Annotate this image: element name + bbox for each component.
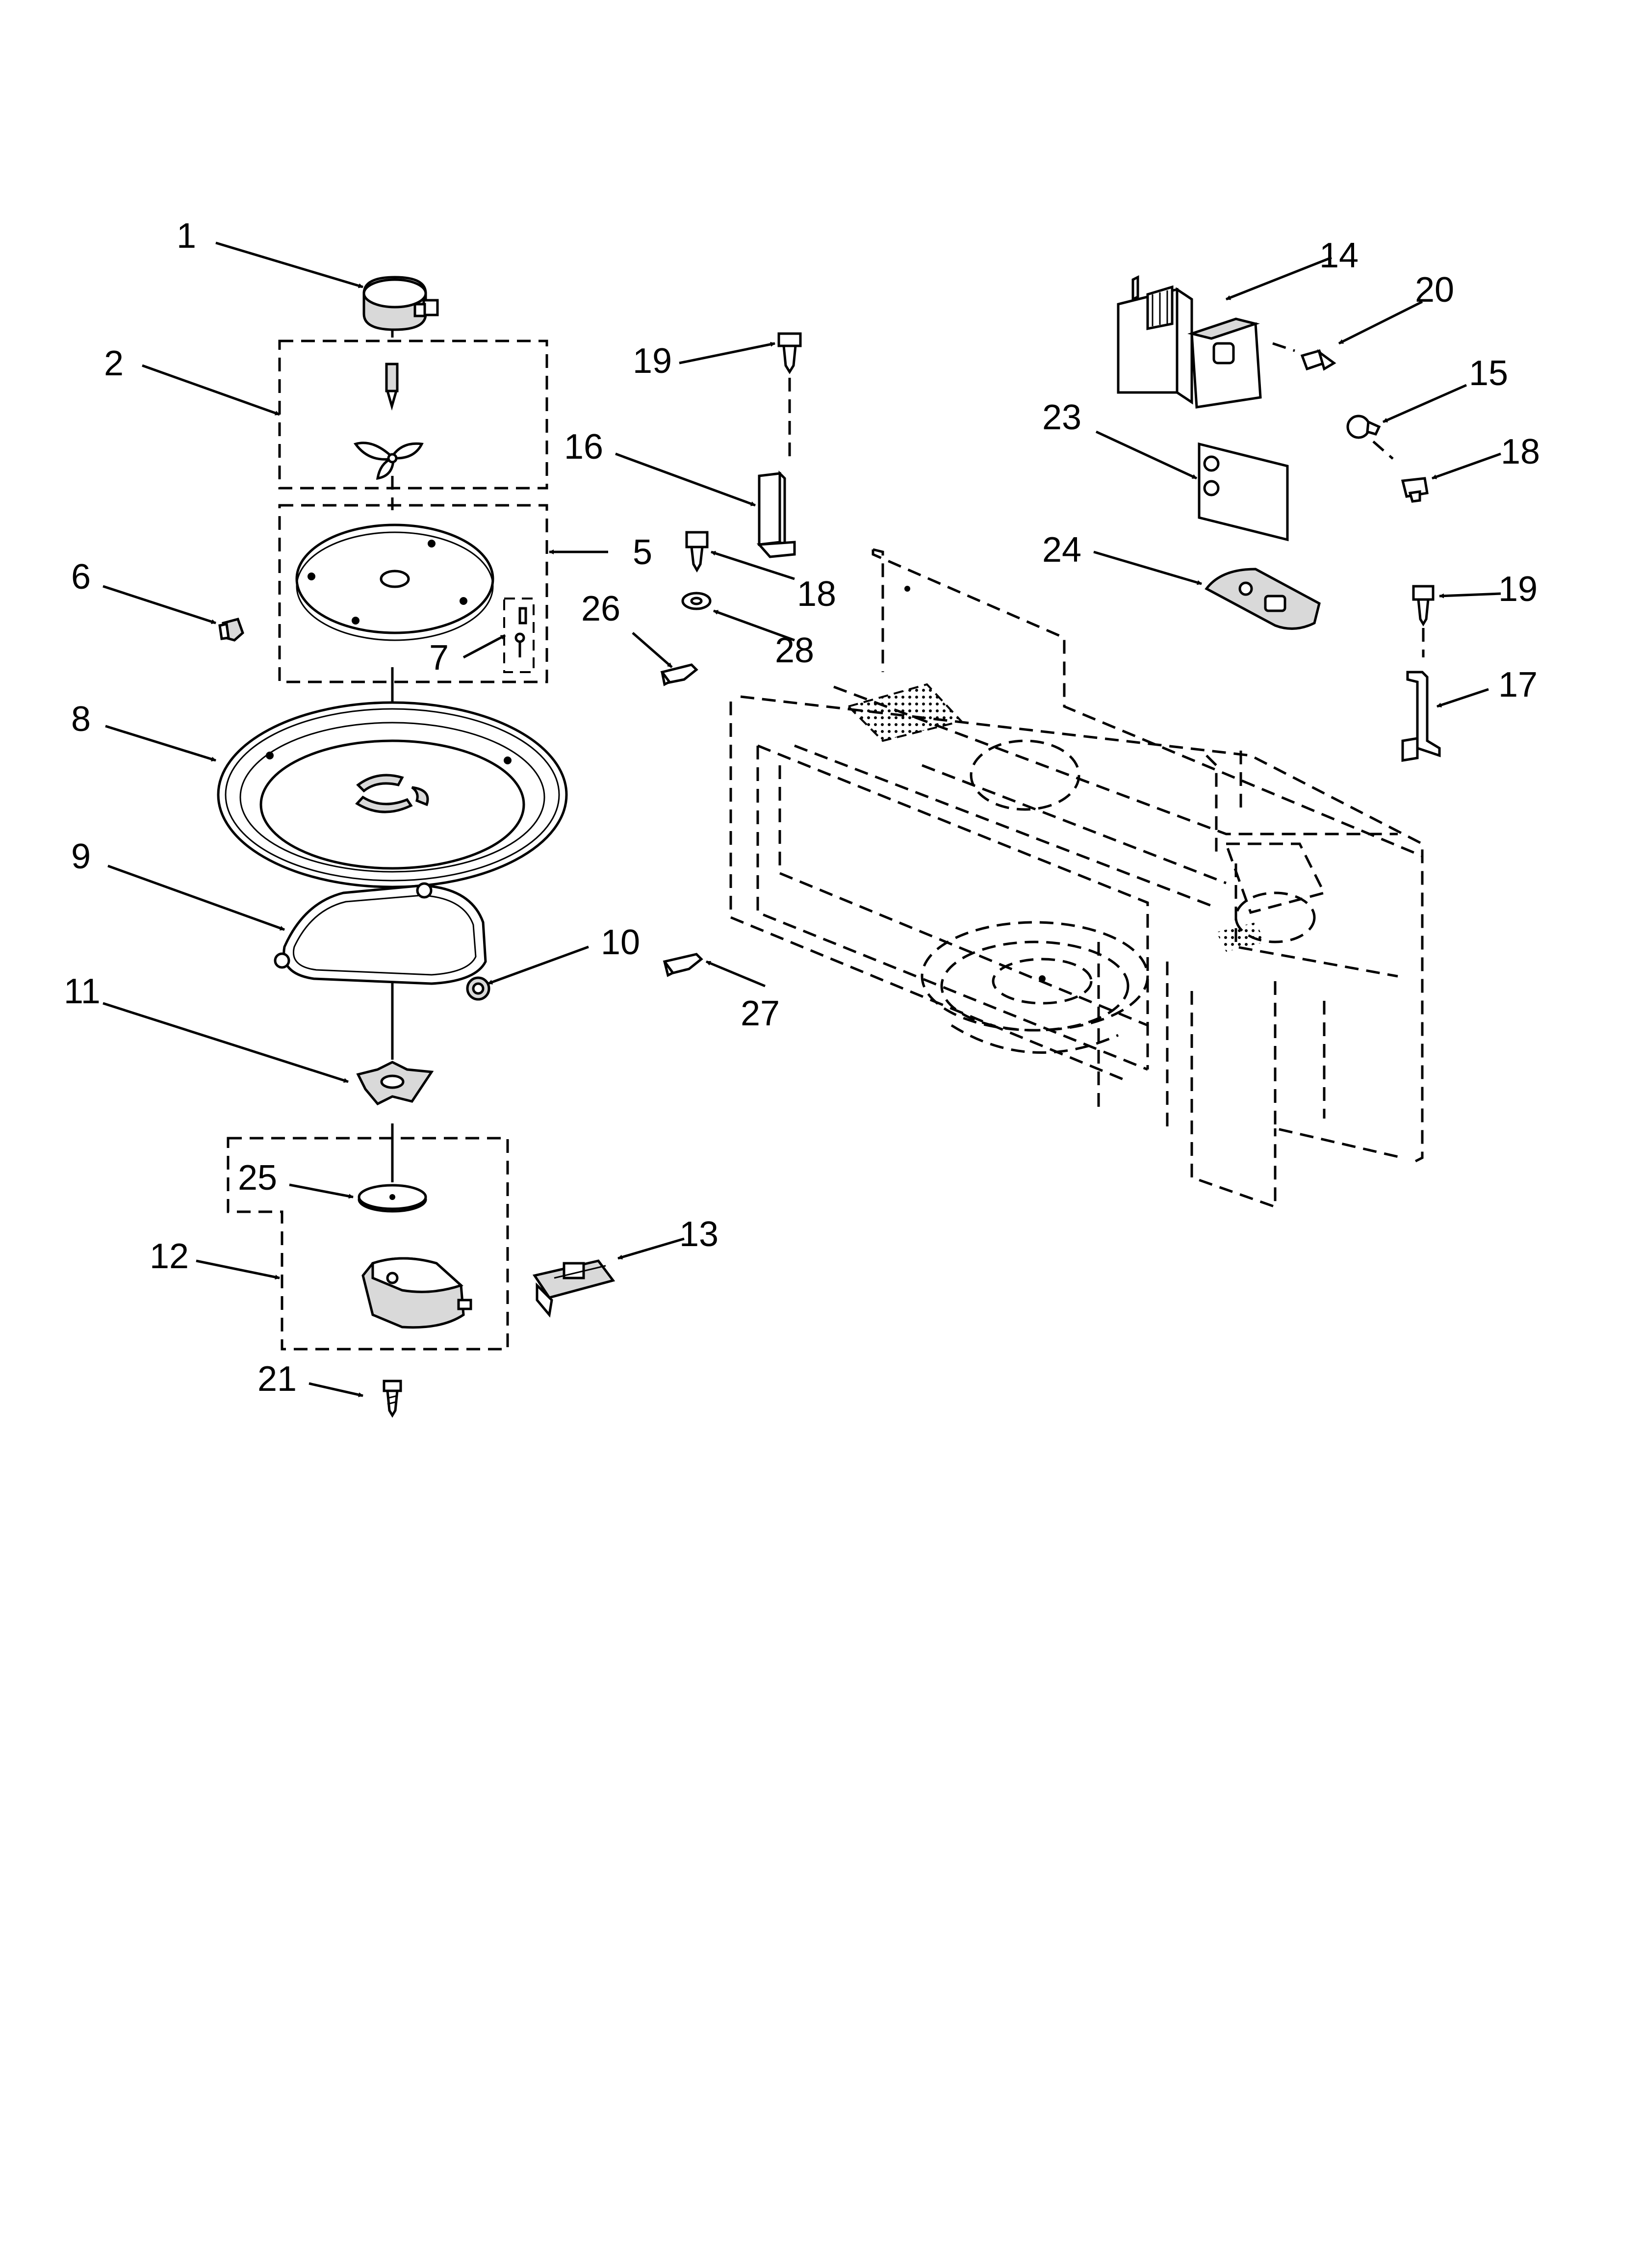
part-15-fuse <box>1346 415 1394 460</box>
part-25-disc <box>358 1184 427 1213</box>
part-28-washer <box>681 592 712 610</box>
part-12-turntable-motor-box <box>227 1137 509 1351</box>
callout-28: 28 <box>775 631 814 670</box>
callout-14: 14 <box>1319 236 1359 275</box>
callout-26: 26 <box>581 589 620 628</box>
part-7-screws <box>503 598 535 673</box>
part-21-screw <box>383 1380 402 1418</box>
callout-10: 10 <box>601 923 640 962</box>
callout-17: 17 <box>1498 665 1538 704</box>
callout-23: 23 <box>1042 398 1081 437</box>
callout-labels: 1 2 5 6 7 8 9 10 11 12 13 14 15 16 17 18… <box>64 216 1540 1399</box>
part-16-bracket <box>756 470 796 558</box>
part-26-clip <box>660 663 698 686</box>
part-9-roller-ring <box>274 882 487 985</box>
part-23-plate <box>1198 442 1289 542</box>
microwave-cabinet-phantom <box>729 548 1424 1209</box>
callout-8: 8 <box>71 700 91 739</box>
part-19-screw-mid <box>777 332 802 456</box>
part-18-screw-right <box>1401 477 1429 503</box>
callout-7: 7 <box>429 638 449 678</box>
part-18-screw-mid <box>685 531 709 573</box>
callout-18-mid: 18 <box>797 574 836 614</box>
part-1-motor <box>362 276 439 331</box>
callout-2: 2 <box>104 344 124 383</box>
callout-25: 25 <box>238 1158 277 1198</box>
callout-9: 9 <box>71 837 91 876</box>
part-20-screw <box>1272 342 1336 371</box>
callout-21: 21 <box>257 1359 297 1399</box>
callout-27: 27 <box>741 994 780 1033</box>
part-17-bracket <box>1401 671 1441 762</box>
callout-1: 1 <box>177 216 196 256</box>
part-5-stirrer-cover <box>278 504 548 683</box>
part-19-screw-right <box>1412 585 1435 657</box>
callout-16: 16 <box>564 427 603 467</box>
part-6-clip <box>218 617 244 642</box>
part-27-clip <box>663 953 703 977</box>
callout-19-right: 19 <box>1498 570 1538 609</box>
part-10-roller <box>466 976 490 1001</box>
callout-24: 24 <box>1042 530 1081 570</box>
callout-6: 6 <box>71 557 91 597</box>
callout-18-right: 18 <box>1501 432 1540 471</box>
callout-12: 12 <box>150 1237 189 1276</box>
callout-15: 15 <box>1469 354 1508 393</box>
callout-19-mid: 19 <box>633 341 672 381</box>
part-13-switch <box>532 1259 616 1318</box>
part-11-coupler <box>356 1061 434 1106</box>
part-14-transformer <box>1117 275 1262 409</box>
callout-11: 11 <box>64 972 101 1011</box>
part-8-glass-tray <box>217 701 568 888</box>
callout-20: 20 <box>1415 270 1454 310</box>
callout-13: 13 <box>679 1215 718 1254</box>
callout-5: 5 <box>633 533 652 572</box>
part-24-bracket <box>1205 568 1321 630</box>
leader-lines <box>103 241 1501 1397</box>
part-2-fan-assembly <box>278 339 548 490</box>
part-12-turntable-motor <box>361 1257 472 1329</box>
